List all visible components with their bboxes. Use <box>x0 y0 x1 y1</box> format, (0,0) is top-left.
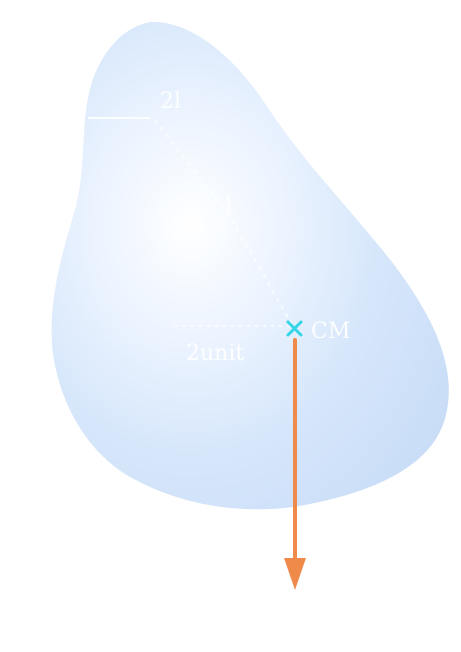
label-lower: 2unit <box>186 341 244 366</box>
arrow-down-icon <box>284 338 306 590</box>
guide-lines <box>88 117 295 329</box>
label-top: 2l <box>160 89 181 114</box>
teardrop-body <box>51 21 449 510</box>
label-mid: l <box>225 193 232 218</box>
center-of-mass-marker <box>286 320 303 337</box>
cm-label: CM <box>311 319 350 344</box>
